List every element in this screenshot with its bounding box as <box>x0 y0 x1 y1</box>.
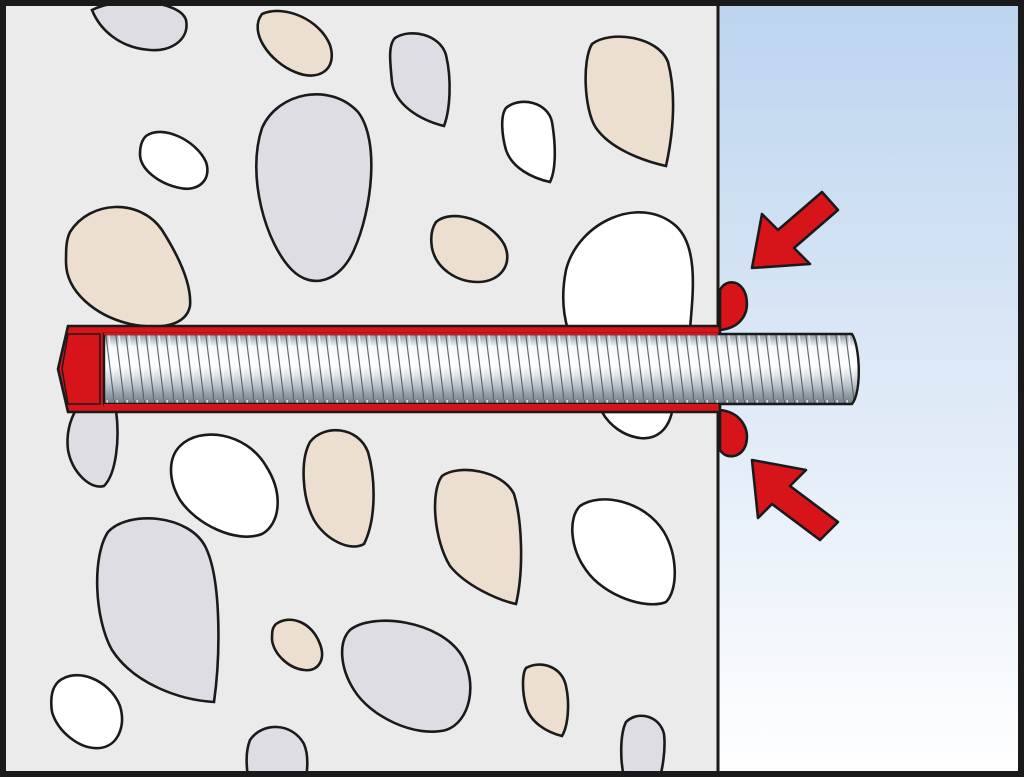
stone <box>245 725 309 777</box>
stone <box>521 663 570 738</box>
stone <box>302 428 375 548</box>
stone <box>619 714 666 777</box>
stone <box>66 408 119 488</box>
stone <box>584 35 675 168</box>
stone <box>64 205 192 328</box>
stone <box>95 517 220 704</box>
stone <box>500 100 557 184</box>
stone <box>561 211 695 332</box>
arrow-up-left-icon <box>750 458 840 542</box>
stone <box>49 673 124 750</box>
arrow-down-left-icon <box>750 190 840 270</box>
stone <box>256 9 333 77</box>
aggregate-stones <box>49 0 695 777</box>
resin-blob-bottom <box>718 408 749 458</box>
drill-hole-tip <box>61 333 101 405</box>
stone <box>138 130 209 191</box>
stone <box>429 214 509 284</box>
stone <box>270 618 324 672</box>
stone <box>340 619 472 733</box>
threaded-anchor-rod <box>102 332 860 406</box>
stone <box>599 410 674 440</box>
stone <box>570 498 677 606</box>
stone <box>433 468 523 606</box>
stone <box>388 31 451 128</box>
resin-blob-top <box>718 281 749 332</box>
stone <box>169 433 279 538</box>
stone <box>255 93 373 283</box>
